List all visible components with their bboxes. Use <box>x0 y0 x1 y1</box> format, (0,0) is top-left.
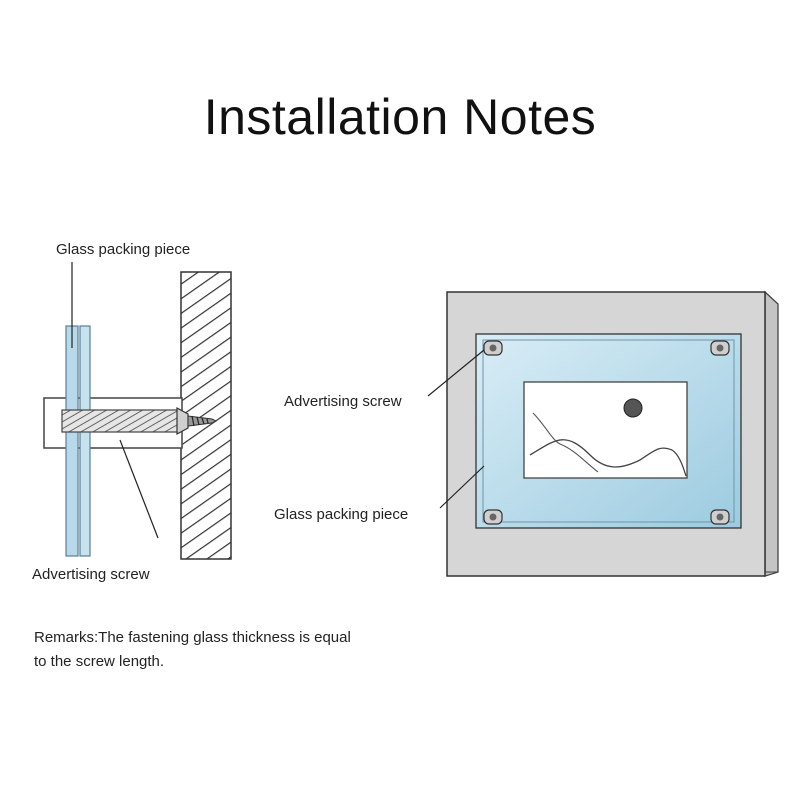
wall-section <box>180 271 232 560</box>
packing-glass-pane <box>79 325 91 557</box>
label-glass-packing-piece-left: Glass packing piece <box>56 241 191 258</box>
remarks-line-2: to the screw length. <box>34 653 165 670</box>
standoff-bottom-left <box>483 509 503 525</box>
label-advertising-screw-left: Advertising screw <box>32 566 150 583</box>
side-section-figure <box>43 262 232 560</box>
screw-thread <box>61 409 181 433</box>
picture-sun <box>623 398 643 418</box>
remarks-note: Remarks:The fastening glass thickness is… <box>34 626 454 674</box>
remarks-line-1: Remarks:The fastening glass thickness is… <box>34 629 351 646</box>
label-advertising-screw-right: Advertising screw <box>284 393 402 410</box>
board-side-edge <box>764 290 779 577</box>
standoff-top-left <box>483 340 503 356</box>
label-glass-packing-piece-right: Glass packing piece <box>274 506 409 523</box>
page-title: Installation Notes <box>203 89 597 145</box>
standoff-top-right <box>710 340 730 356</box>
standoff-bottom-right <box>710 509 730 525</box>
screw-head <box>176 406 189 436</box>
leader-line-screw <box>119 439 159 539</box>
front-glass-pane <box>65 325 79 557</box>
screw-tip <box>187 415 218 427</box>
front-view-figure <box>427 290 779 577</box>
picture-mountain-line <box>529 439 687 477</box>
leader-line-screw-right <box>427 349 485 397</box>
picture-insert <box>523 381 688 479</box>
leader-line-packing-right <box>439 465 485 509</box>
